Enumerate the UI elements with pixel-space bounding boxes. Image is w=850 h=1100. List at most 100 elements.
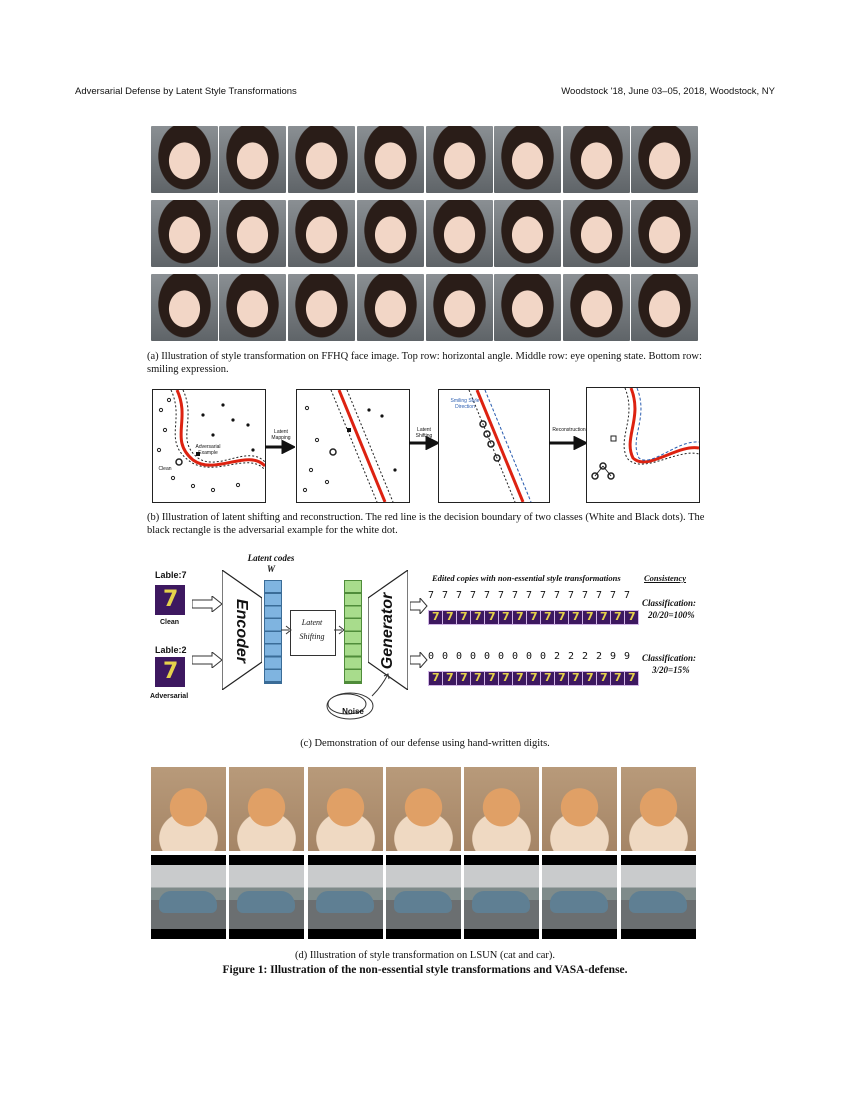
output-arrow — [410, 598, 428, 614]
car-image — [229, 855, 304, 939]
diagram-box-reconstructed — [586, 387, 700, 503]
figure-caption: Figure 1: Illustration of the non-essent… — [222, 964, 628, 976]
face-image — [494, 274, 561, 341]
arrow-reconstruction — [549, 436, 589, 450]
decoded-digit: 7 — [512, 590, 519, 601]
noise-cloud — [326, 692, 374, 720]
generated-digit-image — [540, 671, 555, 686]
decoded-digit: 9 — [610, 651, 617, 662]
car-image — [308, 855, 383, 939]
clean-digit-image: 7 — [155, 585, 185, 615]
decoded-digit: 0 — [498, 651, 505, 662]
latent-shifting-label: Latent Shifting — [299, 618, 325, 641]
decoded-digit: 7 — [582, 590, 589, 601]
generated-digit-image — [428, 610, 443, 625]
panel-d-lsun-grid — [151, 767, 699, 941]
generated-digit-image — [456, 610, 471, 625]
output-arrow — [410, 652, 428, 668]
clean-label: Clean — [160, 619, 180, 626]
face-image — [494, 126, 561, 193]
label-latent-mapping: Latent Mapping — [271, 429, 291, 441]
face-image — [426, 126, 493, 193]
car-image — [151, 855, 226, 939]
decoded-digit: 2 — [568, 651, 575, 662]
generated-digit-image — [484, 671, 499, 686]
input-arrow — [192, 652, 223, 668]
latent-boundary-plot — [302, 389, 397, 503]
decoded-digit: 2 — [582, 651, 589, 662]
decoded-digit: 7 — [442, 590, 449, 601]
decoded-digit: 7 — [428, 590, 435, 601]
edited-copies-clean: 7 7 7 7 7 7 7 7 7 7 7 7 7 7 7 — [428, 590, 639, 626]
face-image — [151, 200, 218, 267]
generated-digit-image — [568, 610, 583, 625]
panel-a-face-grid — [151, 126, 699, 342]
generated-digit-image — [512, 671, 527, 686]
generator-block — [368, 570, 408, 690]
face-image — [357, 274, 424, 341]
generated-digit-image — [610, 671, 625, 686]
classification-clean-title: Classification: — [642, 598, 697, 608]
generated-digit-image — [568, 671, 583, 686]
face-image — [357, 200, 424, 267]
decoded-digit: 0 — [442, 651, 449, 662]
face-image — [288, 126, 355, 193]
decoded-digit: 0 — [456, 651, 463, 662]
reconstructed-boundary-plot — [591, 387, 700, 480]
label-adversarial-class: Lable:2 — [155, 645, 187, 655]
arrow-latent-mapping — [265, 440, 295, 454]
label-adversarial-example: Adversarial Example — [195, 444, 221, 456]
generated-digit-image — [484, 610, 499, 625]
car-image — [386, 855, 461, 939]
cat-image — [464, 767, 539, 851]
decoded-digit: 7 — [540, 590, 547, 601]
face-image — [151, 126, 218, 193]
decoded-digit: 2 — [554, 651, 561, 662]
generated-digit-image — [624, 610, 639, 625]
generated-digit-image — [498, 671, 513, 686]
input-arrow — [192, 596, 223, 612]
encoder-label: Encoder — [233, 598, 250, 663]
generated-digit-image — [526, 671, 541, 686]
car-image — [621, 855, 696, 939]
generated-digit-image — [442, 610, 457, 625]
car-image — [542, 855, 617, 939]
classification-clean-value: 20/20=100% — [648, 610, 695, 620]
car-image — [464, 855, 539, 939]
panel-c-caption: (c) Demonstration of our defense using h… — [300, 738, 550, 749]
face-image — [426, 274, 493, 341]
diagram-box-shifted-latent: Smiling Style Direction — [438, 389, 550, 503]
generated-digit-image — [428, 671, 443, 686]
generated-digit-image — [526, 610, 541, 625]
arrow-latent-shifting — [409, 436, 439, 450]
panel-d-caption: (d) Illustration of style transformation… — [294, 950, 556, 961]
generated-digit-image — [582, 610, 597, 625]
adversarial-digit-image: 7 — [155, 657, 185, 687]
face-image — [357, 126, 424, 193]
generated-digit-image — [624, 671, 639, 686]
label-clean: Clean — [158, 466, 172, 472]
face-image — [563, 126, 630, 193]
decoded-digit: 7 — [568, 590, 575, 601]
label-clean-class: Lable:7 — [155, 570, 187, 580]
face-image — [288, 200, 355, 267]
face-image — [631, 200, 698, 267]
label-latent-shifting: Latent Shifting — [415, 427, 433, 439]
encoder-block — [222, 570, 262, 690]
decoded-digit: 0 — [428, 651, 435, 662]
face-image — [631, 274, 698, 341]
generated-digit-image — [596, 610, 611, 625]
decoded-digit: 7 — [456, 590, 463, 601]
decoded-digit: 7 — [554, 590, 561, 601]
decoded-digit: 9 — [624, 651, 631, 662]
face-image — [563, 200, 630, 267]
decoded-digit: 2 — [596, 651, 603, 662]
face-image — [219, 274, 286, 341]
latent-codes-title: Latent codes — [247, 553, 295, 563]
face-image — [631, 126, 698, 193]
generated-digit-image — [498, 610, 513, 625]
generator-label: Generator — [379, 592, 396, 670]
latent-codes-w: W — [266, 564, 275, 574]
decoded-digit: 7 — [484, 590, 491, 601]
decoded-digit: 7 — [470, 590, 477, 601]
